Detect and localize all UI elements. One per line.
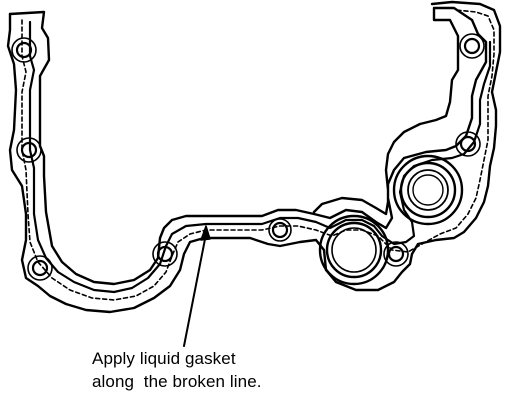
bolt-hole-left-mid	[20, 141, 38, 159]
bolt-hole-top-left	[15, 41, 33, 59]
large-bore-lower	[318, 214, 390, 286]
bolt-hole-center-left	[156, 245, 174, 263]
bolt-hole-right-mid-ring	[455, 131, 481, 157]
liquid-gasket-broken-line	[21, 9, 495, 301]
bolt-hole-left-low-ring	[27, 255, 53, 281]
bolt-holes	[11, 33, 485, 281]
bolt-hole-top-left-ring	[11, 37, 37, 63]
bolt-hole-left-low	[31, 259, 49, 277]
bolt-hole-right-mid	[459, 135, 477, 153]
large-bore-upper	[392, 154, 464, 226]
bolt-hole-center	[271, 221, 289, 239]
callout-text-line-1: Apply liquid gasket	[92, 349, 236, 368]
bolt-hole-lower-right-ring	[383, 241, 409, 267]
gasket-outer-edge	[8, 6, 488, 286]
callout-text-line-2: along the broken line.	[92, 372, 262, 391]
bolt-hole-center-left-ring	[152, 241, 178, 267]
callout-leader-arrow	[183, 225, 211, 347]
bolt-hole-center-ring	[268, 218, 292, 242]
bolt-hole-left-mid-ring	[16, 137, 42, 163]
bolt-hole-top-right	[463, 37, 481, 55]
gasket-bottom-edge	[6, 0, 502, 314]
bolt-hole-lower-right	[387, 245, 405, 263]
bolt-hole-top-right-ring	[459, 33, 485, 59]
